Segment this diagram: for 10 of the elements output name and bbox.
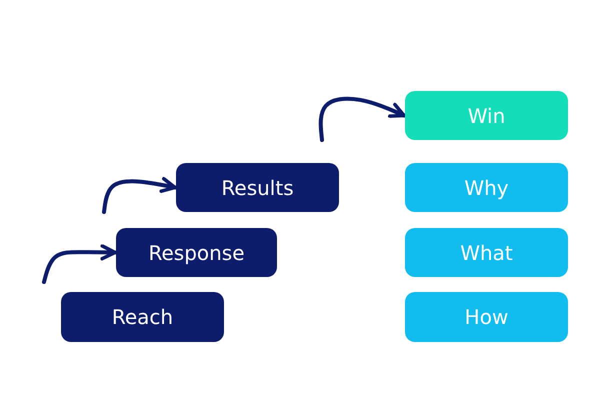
step-box: What: [405, 228, 568, 277]
step-box: Why: [405, 163, 568, 212]
curved-arrow: [42, 244, 117, 284]
step-box: Response: [116, 228, 277, 277]
step-box: Results: [176, 163, 339, 212]
step-box: Win: [405, 91, 568, 140]
step-box: How: [405, 292, 568, 342]
curved-arrow: [318, 96, 406, 142]
step-box: Reach: [61, 292, 224, 342]
curved-arrow: [102, 176, 177, 214]
